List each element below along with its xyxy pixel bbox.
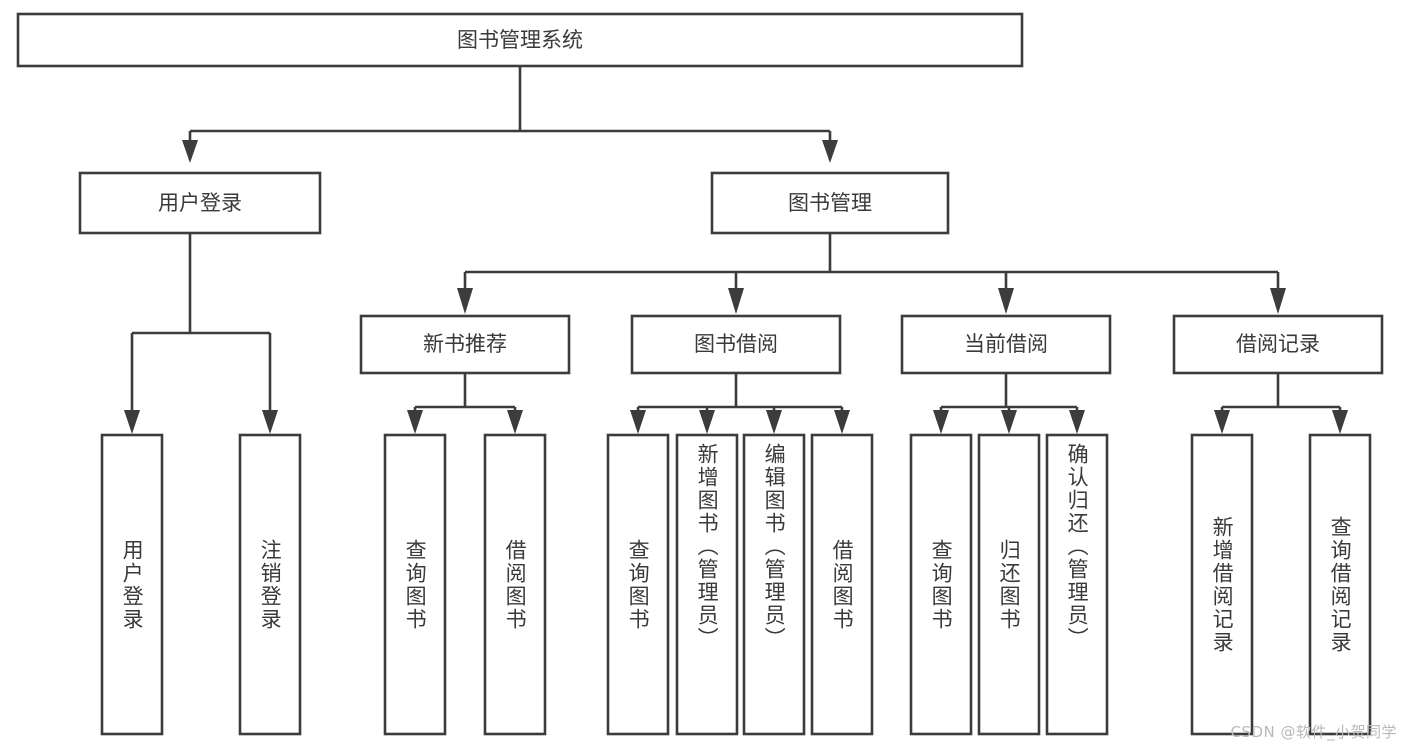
arrow-head-leaf-3: [407, 410, 423, 434]
arrow-head-to-new-book-rec: [457, 288, 473, 314]
arrow-head-leaf-8: [834, 410, 850, 434]
arrow-head-leaf-13: [1332, 410, 1348, 434]
arrow-head-leaf-4: [507, 410, 523, 434]
connector-group-root-to-level2: [182, 66, 838, 163]
node-user-login-box: [78, 171, 322, 235]
connector-group-book-manage-children: [457, 233, 1286, 314]
node-root-system-label: 图书管理系统: [457, 28, 583, 52]
node-current-borrow[interactable]: 当前借阅: [900, 314, 1112, 375]
node-user-login[interactable]: 用户登录: [78, 171, 322, 235]
arrow-head-leaf-7: [766, 410, 782, 434]
arrow-head-leaf-12: [1214, 410, 1230, 434]
node-leaf-box-3[interactable]: [383, 433, 447, 736]
node-leaf-box-7[interactable]: [742, 433, 806, 736]
connector-group-current-borrow-children: [933, 373, 1085, 434]
node-new-book-recommend-box: [359, 314, 571, 375]
node-book-manage-box: [710, 171, 950, 235]
connector-group-book-borrow-children: [630, 373, 850, 434]
node-user-login-label: 用户登录: [158, 191, 242, 215]
connector-group-new-book-rec-children: [407, 373, 523, 434]
arrow-head-leaf-5: [630, 410, 646, 434]
node-new-book-recommend-label: 新书推荐: [423, 332, 507, 356]
node-leaf-box-9[interactable]: [909, 433, 973, 736]
node-leaf-box-1[interactable]: [100, 433, 164, 736]
node-new-book-recommend[interactable]: 新书推荐: [359, 314, 571, 375]
node-current-borrow-label: 当前借阅: [964, 332, 1048, 356]
node-root-system[interactable]: 图书管理系统: [16, 12, 1024, 68]
node-book-borrow-box: [630, 314, 842, 375]
node-current-borrow-box: [900, 314, 1112, 375]
arrow-head-to-current-borrow: [998, 288, 1014, 314]
node-leaf-box-6[interactable]: [675, 433, 739, 736]
arrow-head-to-book-manage: [822, 140, 838, 163]
arrow-head-leaf-9: [933, 410, 949, 434]
node-leaf-box-13[interactable]: [1308, 433, 1372, 736]
node-leaf-box-8[interactable]: [810, 433, 874, 736]
node-leaf-box-10[interactable]: [977, 433, 1041, 736]
arrow-head-to-borrow-record: [1270, 288, 1286, 314]
node-leaf-box-11[interactable]: [1045, 433, 1109, 736]
arrow-head-leaf-11: [1069, 410, 1085, 434]
arrow-head-leaf-2: [262, 410, 278, 434]
connector-group-borrow-record-children: [1214, 373, 1348, 434]
node-book-manage[interactable]: 图书管理: [710, 171, 950, 235]
node-borrow-record-box: [1172, 314, 1384, 375]
node-leaf-box-2[interactable]: [238, 433, 302, 736]
node-borrow-record-label: 借阅记录: [1236, 332, 1320, 356]
node-book-borrow-label: 图书借阅: [694, 332, 778, 356]
connector-group-user-login-children: [124, 233, 278, 434]
node-borrow-record[interactable]: 借阅记录: [1172, 314, 1384, 375]
node-leaf-box-4[interactable]: [483, 433, 547, 736]
arrow-head-leaf-10: [1001, 410, 1017, 434]
node-book-borrow[interactable]: 图书借阅: [630, 314, 842, 375]
node-leaf-box-12[interactable]: [1190, 433, 1254, 736]
arrow-head-to-user-login: [182, 140, 198, 163]
arrow-head-leaf-6: [699, 410, 715, 434]
arrow-head-to-book-borrow: [728, 288, 744, 314]
node-book-manage-label: 图书管理: [788, 191, 872, 215]
node-leaf-box-5[interactable]: [606, 433, 670, 736]
arrow-head-leaf-1: [124, 410, 140, 434]
node-root-system-box: [16, 12, 1024, 68]
csdn-watermark: CSDN @软件_小贺同学: [1230, 723, 1397, 741]
